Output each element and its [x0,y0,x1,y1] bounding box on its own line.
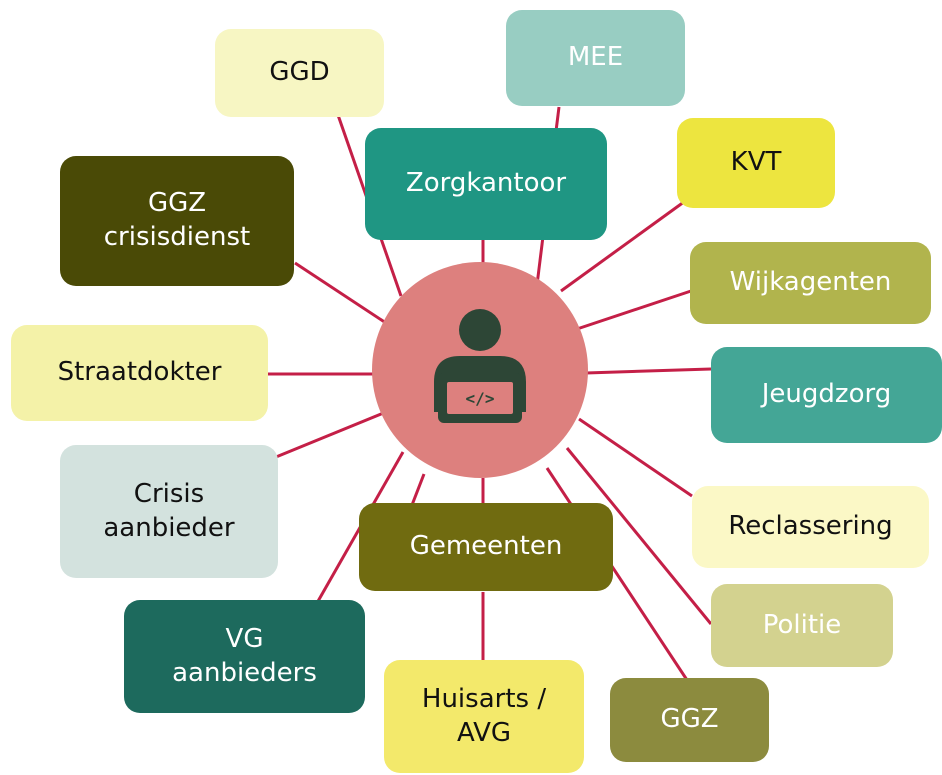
connector-line [578,417,693,498]
node-reclassering: Reclassering [692,486,929,568]
code-glyph: </> [466,389,495,408]
node-zorgkantoor: Zorgkantoor [365,128,607,240]
node-ggd: GGD [215,29,384,117]
node-gemeenten: Gemeenten [359,503,613,591]
connector-line [294,261,387,325]
connector-line [585,367,712,375]
node-huisarts-avg: Huisarts / AVG [384,660,584,773]
node-politie: Politie [711,584,893,667]
node-kvt: KVT [677,118,835,208]
node-crisis-aanbieder: Crisis aanbieder [60,445,278,578]
connector-line [311,451,405,611]
node-wijkagenten: Wijkagenten [690,242,931,324]
connector-line [565,447,713,625]
node-straatdokter: Straatdokter [11,325,268,421]
connector-line [275,410,387,459]
node-mee: MEE [506,10,685,106]
node-jeugdzorg: Jeugdzorg [711,347,942,443]
node-ggz-crisisdienst: GGZ crisisdienst [60,156,294,286]
connector-line [573,288,695,332]
node-ggz: GGZ [610,678,769,762]
connector-line [410,473,426,506]
node-vg-aanbieders: VG aanbieders [124,600,365,713]
connector-line [560,197,689,293]
developer-laptop-icon: </> [434,309,526,423]
